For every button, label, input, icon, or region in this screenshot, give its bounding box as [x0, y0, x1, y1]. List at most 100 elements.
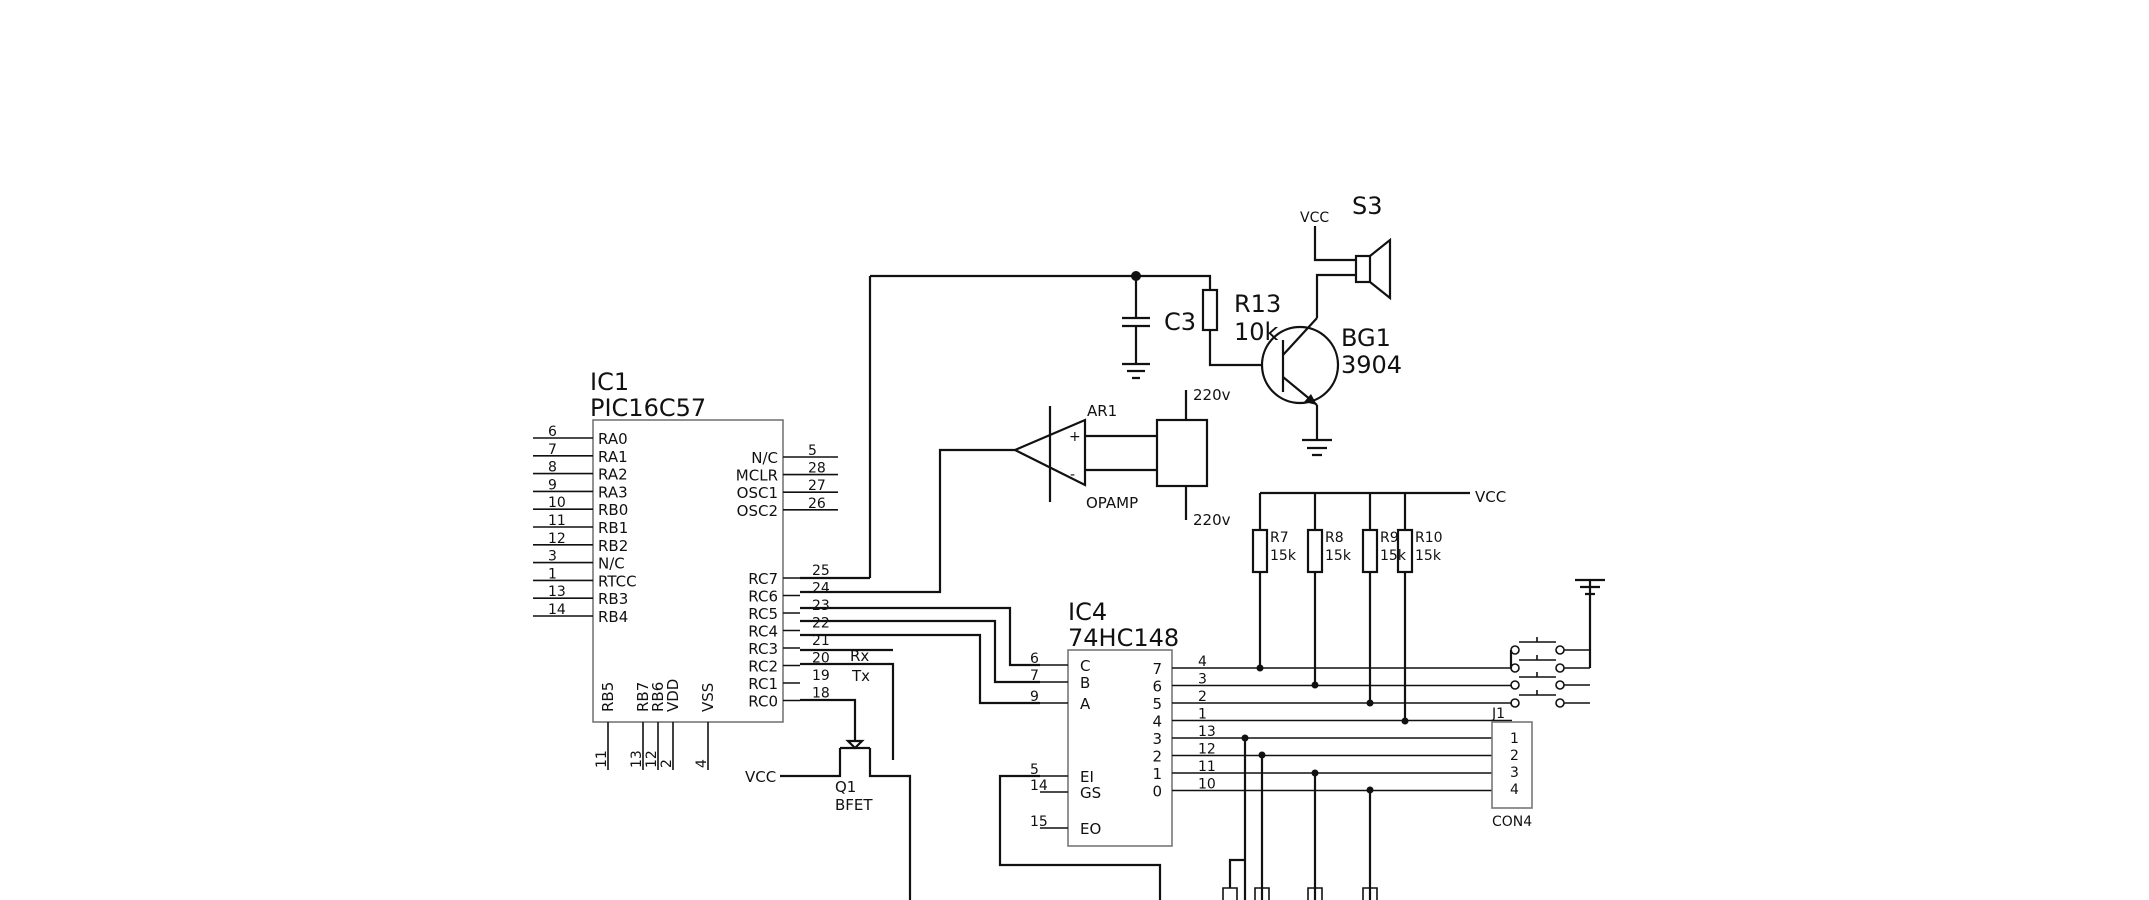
ic1-pin-name: VSS	[699, 683, 717, 712]
opamp-ref: AR1	[1087, 402, 1117, 420]
ic1-pin-number: 14	[548, 602, 566, 618]
ic4-pin-number: 9	[1030, 689, 1039, 705]
opamp-minus: -	[1070, 467, 1075, 483]
speaker-to-collector-wire	[1315, 273, 1356, 318]
switch-contact	[1510, 698, 1520, 708]
ic1-pin-number: 3	[548, 549, 557, 565]
ic1-pin-number: 11	[548, 513, 566, 529]
rc3-to-a-wire	[800, 633, 1040, 705]
ic1-pin-name: RB4	[598, 608, 628, 626]
ground-icon-right	[1575, 578, 1605, 668]
resistor-ref: R10	[1415, 530, 1443, 546]
resistor-value: 15k	[1415, 548, 1442, 564]
drop-wire	[1228, 858, 1245, 888]
ic4-pin-number: 2	[1198, 689, 1207, 705]
ic1-pin-name: RB2	[598, 537, 628, 555]
supply-bottom-label: 220v	[1193, 511, 1231, 529]
j1-part: CON4	[1492, 814, 1532, 830]
ic1-pin-name: RC7	[748, 570, 778, 588]
rc-port-wires: Rx Tx VCC Q1 BFET	[745, 276, 1040, 900]
ic4-pin-name: 7	[1152, 660, 1162, 678]
pushbutton-icon	[1519, 672, 1590, 686]
resistor-value: 15k	[1270, 548, 1297, 564]
switch-array	[1509, 637, 1590, 708]
ic4-pin-number: 1	[1198, 707, 1207, 723]
r13-to-base-wire	[1208, 330, 1262, 367]
ic1-pin-name: RB6	[649, 682, 667, 712]
ic1-pin-number: 22	[812, 616, 830, 632]
sensor-block-icon	[1155, 418, 1209, 488]
speaker-s3-icon	[1354, 237, 1392, 301]
ic1-ref: IC1	[590, 368, 629, 396]
ic1-pin-name: RB7	[634, 682, 652, 712]
tx-label: Tx	[851, 667, 870, 685]
j1-ref: J1	[1491, 706, 1505, 722]
r13-ref: R13	[1234, 290, 1281, 318]
opamp-input-wires	[1085, 434, 1157, 472]
junction-dot	[1256, 664, 1264, 672]
junction-dot	[1311, 681, 1319, 689]
ic1-pin-number: 25	[812, 563, 830, 579]
ic1-pin-number: 10	[548, 495, 566, 511]
ic1-body	[592, 419, 784, 723]
ic1-pin-number: 8	[548, 460, 557, 476]
resistor-icon	[1396, 528, 1414, 574]
ic1-pin-number: 27	[808, 478, 826, 494]
resistor-icon	[1222, 887, 1238, 900]
ic1-pin-number: 11	[594, 750, 610, 768]
supply-top-label: 220v	[1193, 386, 1231, 404]
ic4-pin-number: 10	[1198, 777, 1216, 793]
ic1-pin-number: 28	[808, 461, 826, 477]
ic4-part: 74HC148	[1068, 624, 1179, 652]
ic1-pin-name: RC3	[748, 640, 778, 658]
junction-dot	[1258, 751, 1266, 759]
ic1-part: PIC16C57	[590, 394, 706, 422]
ic1-pin-number: 4	[694, 759, 710, 768]
lower-drop-wires	[1222, 734, 1378, 900]
ic4-pin-name: 1	[1152, 765, 1162, 783]
ic4-pin-name: 5	[1152, 695, 1162, 713]
ic1-pin-number: 12	[644, 750, 660, 768]
ic1-pin-name: RA2	[598, 466, 628, 484]
resistor-r13-icon	[1201, 288, 1219, 332]
ic4-pin-name: 0	[1152, 783, 1162, 801]
opamp-to-rc6-wire	[870, 448, 1015, 594]
ic4-ref: IC4	[1068, 598, 1107, 626]
ic1-pin-number: 21	[812, 633, 830, 649]
ic1-pin-name: RB5	[599, 682, 617, 712]
j1-pin-number: 2	[1510, 748, 1519, 764]
q1-vcc-label: VCC	[745, 768, 776, 786]
ic4-pin-number: 12	[1198, 742, 1216, 758]
transistor-ref: BG1	[1341, 324, 1391, 352]
ic1-pin-name: RB0	[598, 501, 628, 519]
opamp-plus: +	[1069, 429, 1081, 445]
ic4-pin-number: 7	[1030, 668, 1039, 684]
ic1-pin-number: 13	[629, 750, 645, 768]
vcc-rail-label: VCC	[1475, 488, 1506, 506]
resistor-icon	[1362, 887, 1378, 900]
switch-contact	[1510, 680, 1520, 690]
ic4-pin-number: 6	[1030, 651, 1039, 667]
resistor-value: 15k	[1325, 548, 1352, 564]
ic4-pin-name: C	[1080, 657, 1090, 675]
switch-contact	[1510, 645, 1520, 655]
ic1-pin-name: RB1	[598, 519, 628, 537]
resistor-icon	[1306, 528, 1324, 574]
resistor-ref: R7	[1270, 530, 1289, 546]
ic4-pin-name: 2	[1152, 748, 1162, 766]
ic1-pin-number: 2	[659, 759, 675, 768]
ic4-body	[1067, 649, 1173, 847]
j1-pin-number: 3	[1510, 765, 1519, 781]
switch-contact	[1555, 663, 1565, 673]
ic4-pin-name: 6	[1152, 678, 1162, 696]
ic4-pin-name: EI	[1080, 768, 1094, 786]
ic4-pin-number: 14	[1030, 778, 1048, 794]
resistor-ref: R8	[1325, 530, 1344, 546]
